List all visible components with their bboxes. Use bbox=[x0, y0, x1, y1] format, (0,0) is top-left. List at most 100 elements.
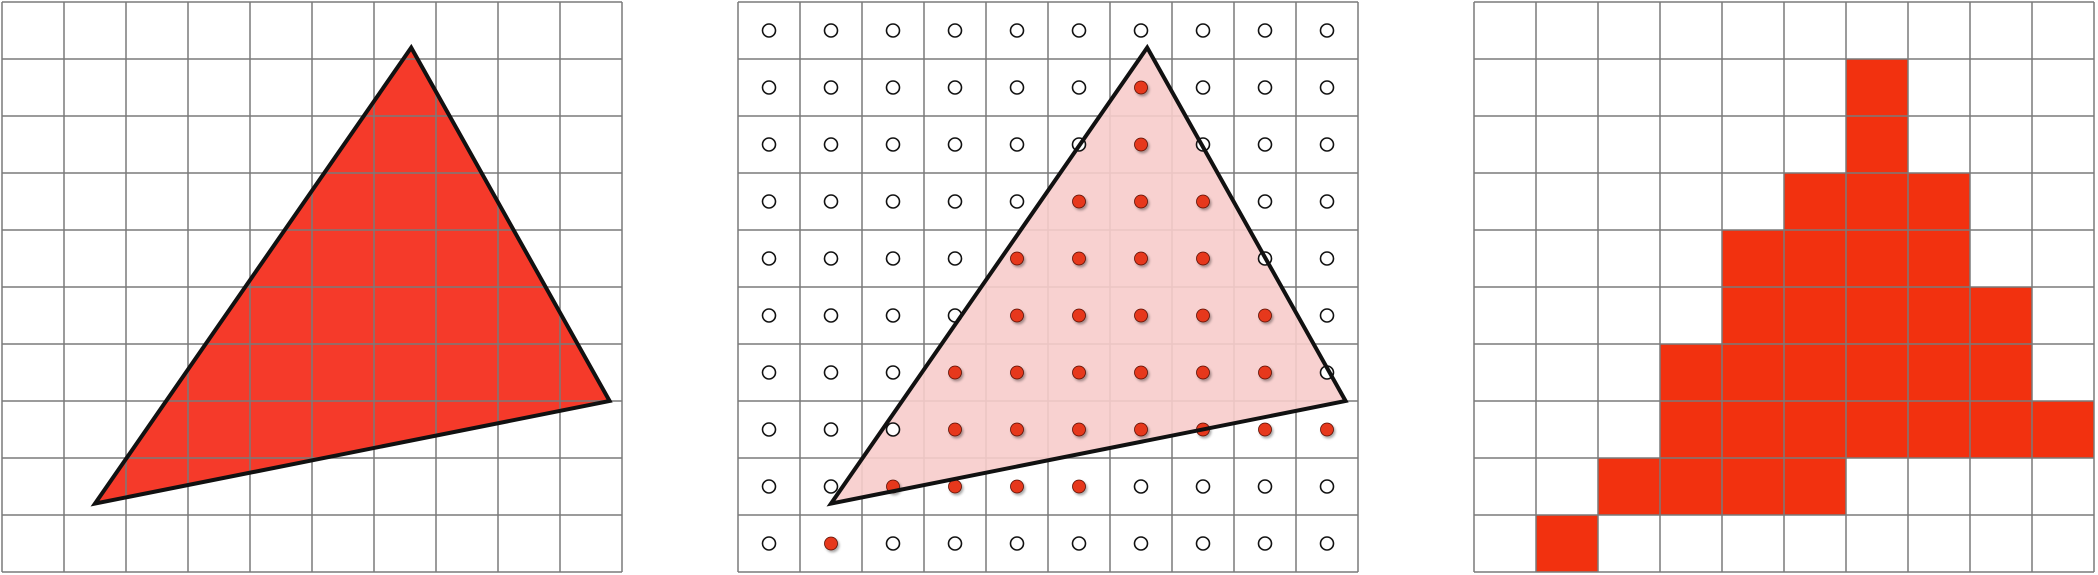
sample-point-covered bbox=[1010, 479, 1024, 494]
sample-point-empty bbox=[1319, 479, 1335, 494]
sample-point-empty bbox=[761, 80, 777, 95]
sample-point-covered bbox=[1134, 194, 1148, 209]
triangle-fill bbox=[831, 47, 1346, 504]
sample-point-empty bbox=[1009, 536, 1025, 551]
covered-pixel bbox=[1722, 401, 1784, 458]
sample-point-empty bbox=[761, 137, 777, 152]
sample-point-empty bbox=[823, 80, 839, 95]
sample-point-covered bbox=[948, 365, 962, 380]
sample-point-empty bbox=[1071, 536, 1087, 551]
sample-point-empty bbox=[947, 194, 963, 209]
covered-pixel bbox=[1846, 401, 1908, 458]
sample-point-covered bbox=[1134, 80, 1148, 95]
sample-point-covered bbox=[1010, 251, 1024, 266]
sample-point-empty bbox=[1009, 137, 1025, 152]
sample-point-empty bbox=[1009, 23, 1025, 38]
sample-point-empty bbox=[1257, 536, 1273, 551]
sample-point-empty bbox=[1133, 479, 1149, 494]
covered-pixel bbox=[1660, 401, 1722, 458]
covered-pixel bbox=[1784, 401, 1846, 458]
sample-point-empty bbox=[1257, 479, 1273, 494]
covered-pixel bbox=[1846, 116, 1908, 173]
sample-point-empty bbox=[1319, 308, 1335, 323]
triangle-fill bbox=[95, 47, 610, 504]
sample-point-empty bbox=[1009, 194, 1025, 209]
covered-pixel bbox=[1722, 344, 1784, 401]
covered-pixel bbox=[1660, 344, 1722, 401]
sample-point-covered bbox=[1072, 422, 1086, 437]
sample-point-empty bbox=[1257, 194, 1273, 209]
sample-point-covered bbox=[1072, 308, 1086, 323]
triangle-outline-layer bbox=[90, 43, 613, 507]
sample-point-empty bbox=[947, 137, 963, 152]
covered-pixels-layer bbox=[1536, 59, 2094, 572]
sample-point-empty bbox=[823, 194, 839, 209]
pixel-grid bbox=[1473, 1, 2095, 573]
sample-point-empty bbox=[947, 80, 963, 95]
sample-point-covered bbox=[1134, 308, 1148, 323]
sample-point-empty bbox=[761, 479, 777, 494]
covered-pixel bbox=[1846, 287, 1908, 344]
covered-pixel bbox=[1722, 230, 1784, 287]
sample-point-empty bbox=[761, 23, 777, 38]
sample-point-empty bbox=[1195, 80, 1211, 95]
covered-pixel bbox=[1722, 287, 1784, 344]
covered-pixel bbox=[1660, 458, 1722, 515]
sample-point-covered bbox=[1134, 251, 1148, 266]
sample-point-empty bbox=[1319, 251, 1335, 266]
sample-point-empty bbox=[823, 479, 839, 494]
sample-point-covered bbox=[1072, 479, 1086, 494]
covered-pixel bbox=[1846, 173, 1908, 230]
sample-point-empty bbox=[1195, 479, 1211, 494]
covered-pixel bbox=[1722, 458, 1784, 515]
covered-pixel bbox=[1908, 230, 1970, 287]
covered-pixel bbox=[1908, 173, 1970, 230]
sample-point-empty bbox=[1319, 536, 1335, 551]
covered-pixel bbox=[1784, 173, 1846, 230]
sample-point-covered bbox=[1258, 365, 1272, 380]
sample-point-covered bbox=[1072, 194, 1086, 209]
sample-point-empty bbox=[885, 194, 901, 209]
covered-pixel bbox=[1846, 344, 1908, 401]
sample-point-empty bbox=[1257, 137, 1273, 152]
sample-point-empty bbox=[885, 251, 901, 266]
sample-point-empty bbox=[1133, 23, 1149, 38]
pixel-grid bbox=[1, 1, 623, 573]
sample-point-empty bbox=[885, 23, 901, 38]
sample-point-covered bbox=[1134, 422, 1148, 437]
sample-point-covered bbox=[1010, 422, 1024, 437]
covered-pixel bbox=[1970, 401, 2032, 458]
sample-point-empty bbox=[823, 23, 839, 38]
covered-pixel bbox=[1970, 344, 2032, 401]
covered-pixel bbox=[2032, 401, 2094, 458]
sample-point-empty bbox=[823, 137, 839, 152]
sample-point-empty bbox=[885, 137, 901, 152]
covered-pixel bbox=[1908, 344, 1970, 401]
sample-point-empty bbox=[1319, 23, 1335, 38]
sample-point-covered bbox=[948, 479, 962, 494]
covered-pixel bbox=[1784, 230, 1846, 287]
triangle-fill-layer bbox=[831, 47, 1346, 504]
sample-point-empty bbox=[947, 251, 963, 266]
sample-point-covered bbox=[1196, 365, 1210, 380]
sample-point-empty bbox=[947, 23, 963, 38]
sample-point-empty bbox=[823, 422, 839, 437]
covered-pixel bbox=[1536, 515, 1598, 572]
sample-point-empty bbox=[761, 308, 777, 323]
sample-point-empty bbox=[885, 422, 901, 437]
sample-point-covered bbox=[948, 422, 962, 437]
covered-pixel bbox=[1908, 401, 1970, 458]
sample-point-empty bbox=[761, 365, 777, 380]
sample-point-covered bbox=[1010, 365, 1024, 380]
sample-point-empty bbox=[1319, 80, 1335, 95]
sample-point-empty bbox=[823, 251, 839, 266]
sample-point-covered bbox=[1072, 251, 1086, 266]
sample-point-covered bbox=[1134, 137, 1148, 152]
sample-point-empty bbox=[823, 308, 839, 323]
covered-pixel bbox=[1598, 458, 1660, 515]
sample-point-empty bbox=[761, 536, 777, 551]
sample-point-empty bbox=[885, 308, 901, 323]
sample-point-empty bbox=[1195, 536, 1211, 551]
sampling-panel bbox=[737, 1, 1359, 573]
sample-point-empty bbox=[1319, 137, 1335, 152]
